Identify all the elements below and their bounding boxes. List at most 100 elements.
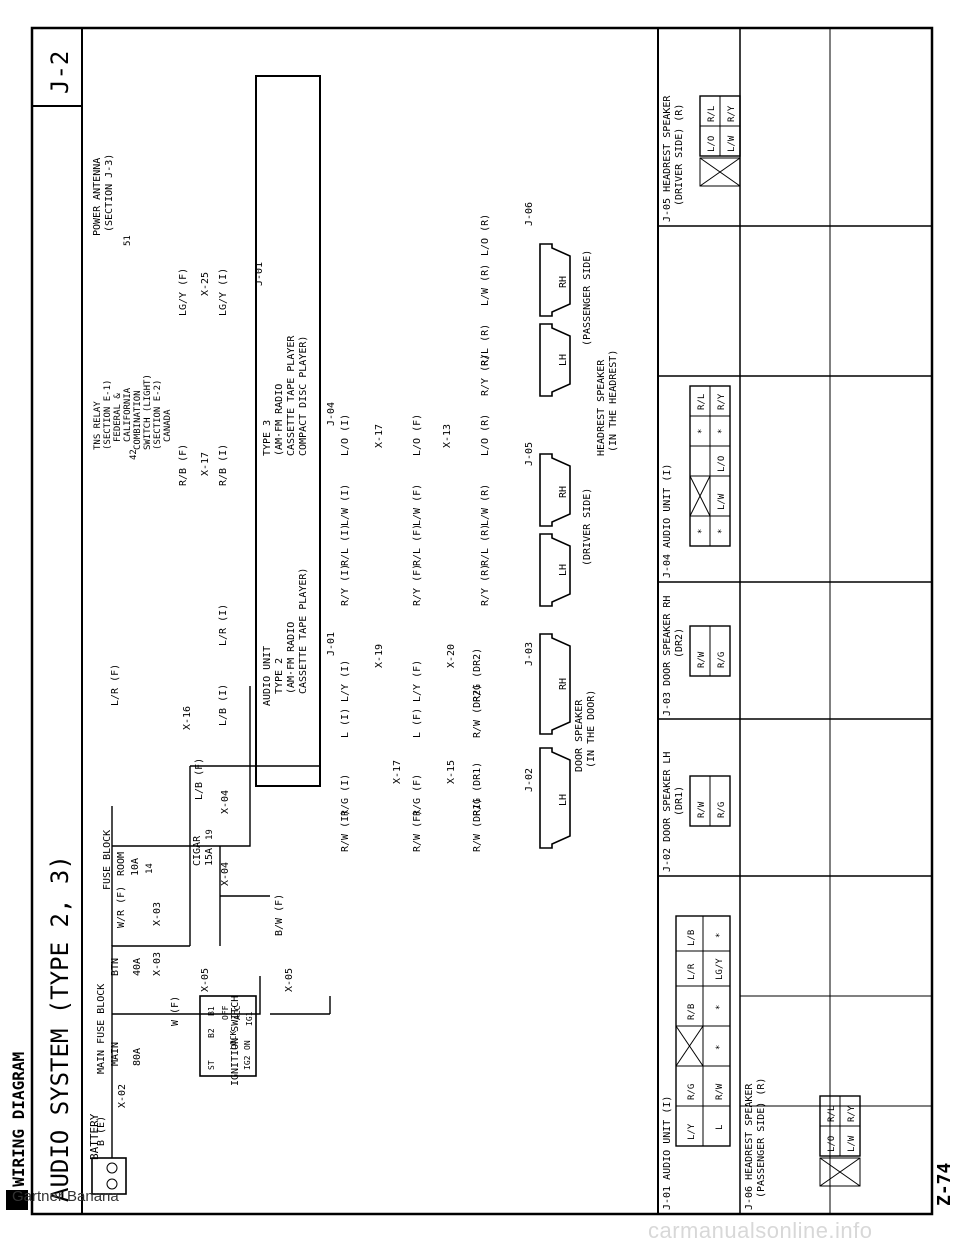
svg-text:R/Y: R/Y: [727, 105, 737, 122]
j06-title: J-06 HEADREST SPEAKER: [744, 1083, 755, 1210]
svg-text:R/G (I): R/G (I): [340, 774, 351, 816]
j06-sub: (PASSENGER SIDE) (R): [756, 1078, 767, 1198]
audio-unit-type2-line4: CASSETTE TAPE PLAYER): [298, 568, 309, 694]
svg-text:L/O: L/O: [717, 456, 727, 472]
x16-label: X-16: [182, 706, 193, 730]
svg-text:L/O (R): L/O (R): [480, 214, 491, 256]
driver-side-label: (DRIVER SIDE): [582, 488, 593, 566]
ign-label-lock: LOCK: [229, 1031, 238, 1050]
headrest-pass-lh-label: LH: [558, 354, 569, 366]
ign-label-acc: ACC: [233, 1005, 242, 1020]
lr-i-label: L/R (I): [218, 604, 229, 646]
svg-text:R/G (DR1): R/G (DR1): [472, 762, 483, 816]
svg-text:*: *: [715, 1045, 725, 1050]
subtitle: AUDIO SYSTEM (TYPE 2, 3): [46, 855, 74, 1202]
x03a-label: X-03: [152, 902, 163, 926]
svg-text:R/L (R): R/L (R): [480, 324, 491, 366]
svg-text:BATTERY: BATTERY: [88, 1113, 101, 1160]
passenger-side-label: (PASSENGER SIDE): [582, 250, 593, 346]
door-speaker-rh: [539, 633, 571, 735]
svg-text:R/W (I): R/W (I): [340, 810, 351, 852]
j04-pins: * * R/L * L/W L/O * R/Y: [697, 393, 727, 534]
svg-text:R/Y: R/Y: [717, 393, 727, 410]
ignition-switch: IGNITION SWITCH: [230, 996, 241, 1086]
svg-text:*: *: [715, 1005, 725, 1010]
j01-connector: [675, 915, 731, 1147]
door-x17-label: X-17: [392, 760, 403, 784]
room-circle-num: 14: [145, 863, 155, 874]
door-x19-label: X-19: [374, 644, 385, 668]
rb-i-label: R/B (I): [218, 444, 229, 486]
b-e-label: B (E): [96, 1116, 107, 1146]
svg-text:L/Y: L/Y: [687, 1123, 697, 1140]
svg-text:R/W: R/W: [715, 1083, 725, 1100]
door-j02-label: J-02: [524, 768, 535, 792]
svg-text:L/O (F): L/O (F): [412, 414, 423, 456]
svg-text:R/Y (R): R/Y (R): [480, 354, 491, 396]
svg-text:L/O: L/O: [707, 136, 717, 152]
lr-f-label: L/R (F): [110, 664, 121, 706]
cigar-fuse-amp: 15A: [204, 848, 215, 866]
svg-text:R/G (F): R/G (F): [412, 774, 423, 816]
svg-text:R/L (F): R/L (F): [412, 524, 423, 566]
headrest-speaker-driver-lh: [539, 533, 571, 607]
door-speaker-sub: (IN THE DOOR): [586, 690, 597, 768]
x05b-label: X-05: [284, 968, 295, 992]
headrest-driver-rh-label: RH: [558, 486, 569, 498]
headrest-wires-r: R/Y (R) R/L (R) L/W (R) L/O (R) R/Y (R) …: [480, 214, 491, 606]
headrest-wires-i: R/Y (I) R/L (I) L/W (I) L/O (I): [340, 414, 351, 606]
svg-text:L/O (I): L/O (I): [340, 414, 351, 456]
ign-label-ig1: IG1: [245, 1011, 254, 1026]
audio-unit-j01b: J-01: [254, 262, 265, 286]
ignition-switch-box: [199, 995, 257, 1077]
tns-circle-num: 42: [129, 449, 139, 460]
svg-text:R/L: R/L: [697, 394, 707, 410]
wr-f-label: W/R (F): [116, 886, 127, 928]
rotated-sheet: Z WIRING DIAGRAM AUDIO SYSTEM (TYPE 2, 3…: [6, 26, 955, 1216]
x05a-label: X-05: [200, 968, 211, 992]
door-wires-dr: R/W (DR1) R/G (DR1) R/W (DR2) R/G (DR2): [472, 648, 483, 852]
audio-unit-j01a: J-01: [326, 632, 337, 656]
headrest-driver-lh-label: LH: [558, 564, 569, 576]
btn-fuse: BTN: [110, 958, 121, 976]
svg-text:*: *: [715, 933, 725, 938]
headrest-j06-label: J-06: [524, 202, 535, 226]
audio-unit-box: [255, 75, 321, 787]
svg-text:L (I): L (I): [340, 708, 351, 738]
svg-text:R/W (DR1): R/W (DR1): [472, 798, 483, 852]
svg-text:*: *: [717, 529, 727, 534]
svg-text:L/W (R): L/W (R): [480, 264, 491, 306]
ign-label-b2: B2: [207, 1028, 216, 1038]
room-fuse-amp: 10A: [130, 858, 141, 876]
x02-label: X-02: [117, 1084, 128, 1108]
door-x20-label: X-20: [446, 644, 457, 668]
svg-text:L/Y (I): L/Y (I): [340, 660, 351, 702]
j05-connector: [699, 95, 741, 187]
headrest-j05-label: J-05: [524, 442, 535, 466]
svg-text:R/G: R/G: [687, 1084, 697, 1100]
page-owner-label: Gartner Banana: [12, 1188, 119, 1205]
svg-text:R/Y (I): R/Y (I): [340, 564, 351, 606]
lb-f-label: L/B (F): [194, 758, 205, 800]
svg-text:L/W (R): L/W (R): [480, 484, 491, 526]
j03-sub: (DR2): [674, 628, 685, 658]
section-id: J-2: [46, 51, 74, 94]
j05-title: J-05 HEADREST SPEAKER: [662, 95, 673, 222]
lgy-f-label: LG/Y (F): [178, 268, 189, 316]
audio-unit-j04: J-04: [326, 402, 337, 426]
door-speaker-title: DOOR SPEAKER: [574, 699, 585, 772]
svg-text:L/R: L/R: [687, 963, 697, 980]
svg-text:R/L: R/L: [707, 106, 717, 122]
j01-pins: L/Y R/G R/B L/R L/B L R/W * * LG/Y *: [687, 930, 725, 1140]
rb-f-label: R/B (F): [178, 444, 189, 486]
headrest-x17-label: X-17: [374, 424, 385, 448]
x04b-label: X-04: [220, 790, 231, 814]
j06-connector: [819, 1095, 861, 1187]
headrest-speaker-title: HEADREST SPEAKER: [596, 359, 607, 456]
svg-text:L/B: L/B: [687, 930, 697, 946]
sheet-border: [30, 26, 934, 1216]
svg-text:L/W: L/W: [847, 1135, 857, 1152]
x17-top-label: X-17: [200, 452, 211, 476]
